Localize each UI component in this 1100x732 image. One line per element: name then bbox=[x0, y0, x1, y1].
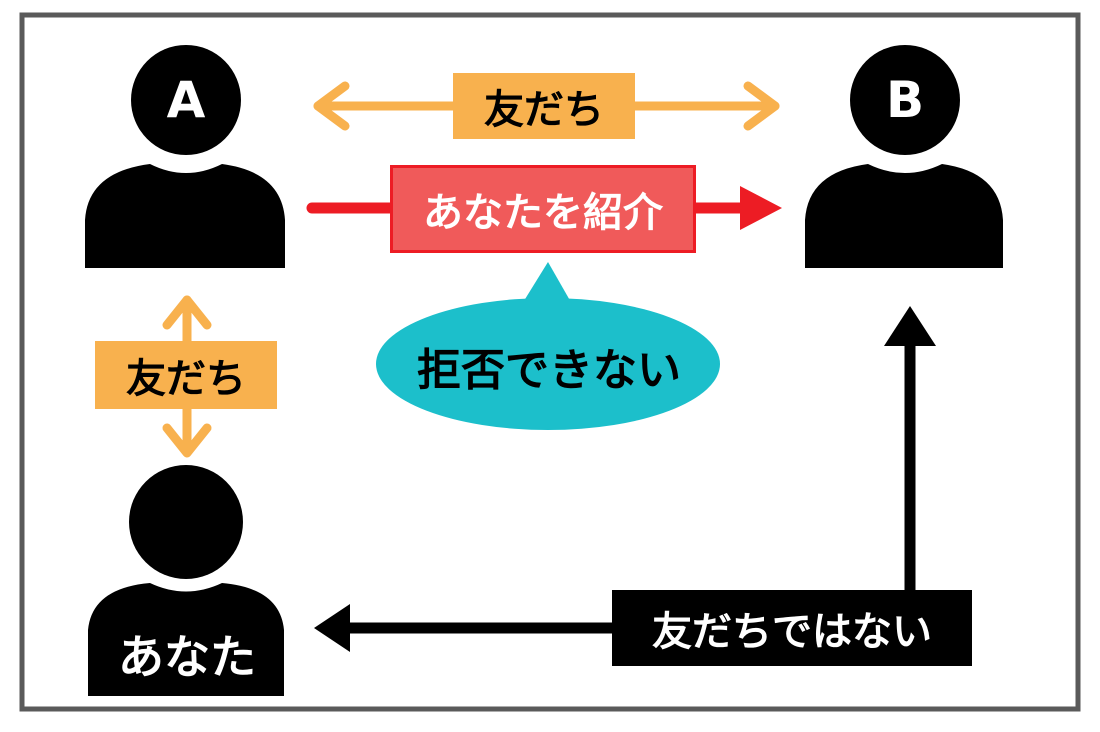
callout-bubble bbox=[376, 262, 720, 430]
person-a-icon bbox=[85, 45, 285, 268]
not-friend-label: 友だちではない bbox=[612, 590, 972, 666]
diagram-frame bbox=[19, 12, 1081, 712]
friend-a-you-label: 友だち bbox=[95, 341, 277, 409]
node-a-label: A bbox=[166, 71, 206, 129]
person-you-icon bbox=[88, 465, 284, 696]
not-friend-arrow bbox=[314, 306, 936, 652]
friend-ab-label: 友だち bbox=[453, 73, 635, 139]
person-b-icon bbox=[805, 45, 1003, 268]
node-you-label: あなた bbox=[118, 630, 256, 684]
callout-label: 拒否できない bbox=[417, 345, 681, 396]
introduce-label: あなたを紹介 bbox=[390, 165, 696, 253]
node-b-label: B bbox=[885, 71, 925, 129]
